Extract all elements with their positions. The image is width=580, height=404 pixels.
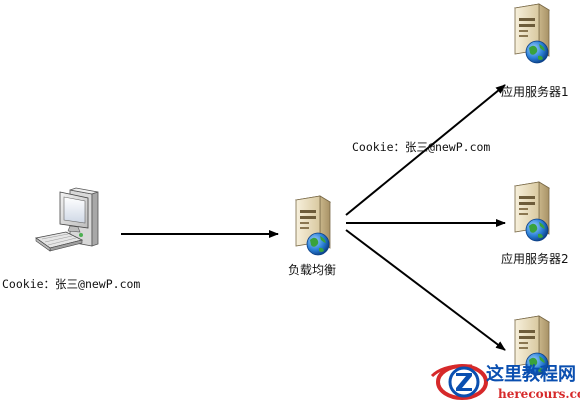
server-2-label: 应用服务器2 bbox=[501, 252, 569, 266]
app-server-2-icon bbox=[514, 181, 550, 242]
watermark-title: 这里教程网 bbox=[486, 364, 576, 385]
app-server-1-icon bbox=[514, 3, 550, 64]
load-balancer-server-icon bbox=[295, 195, 331, 256]
edge-cookie-label: Cookie：张三@newP.com bbox=[352, 140, 491, 154]
client-cookie-label: Cookie：张三@newP.com bbox=[2, 277, 141, 291]
watermark-url: herecours.com bbox=[498, 387, 580, 401]
watermark-logo bbox=[430, 364, 488, 400]
arrow-lb-to-server3 bbox=[345, 229, 506, 351]
desktop-computer-icon bbox=[35, 187, 99, 252]
load-balancer-label: 负载均衡 bbox=[288, 263, 337, 277]
arrow-lb-to-server1 bbox=[345, 84, 506, 216]
server-1-label: 应用服务器1 bbox=[501, 85, 569, 99]
